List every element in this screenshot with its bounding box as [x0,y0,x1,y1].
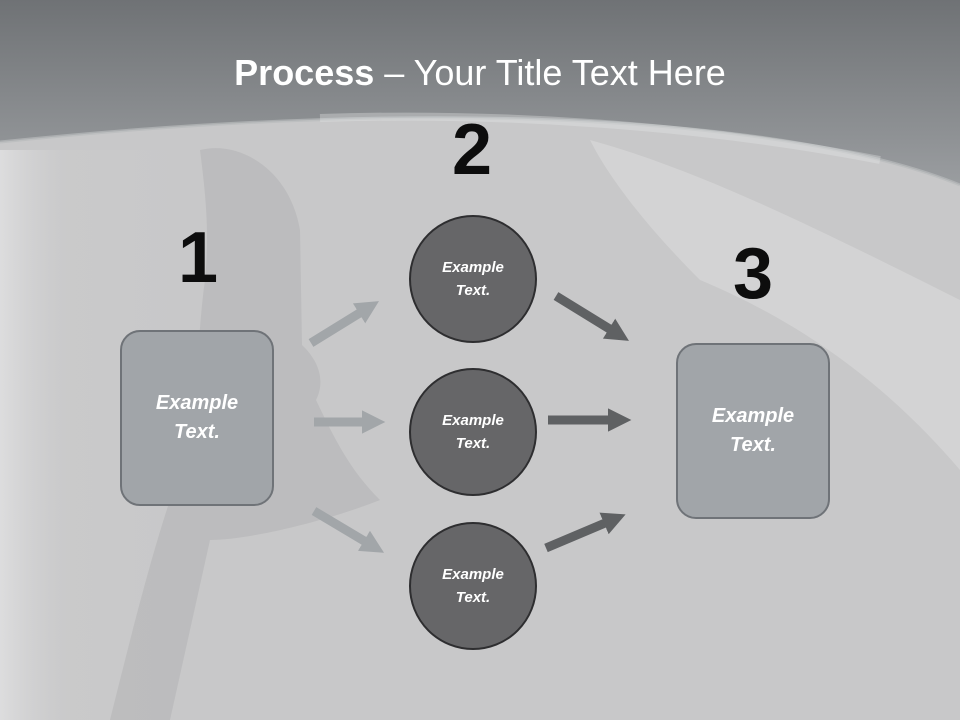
background-light-right [590,140,960,470]
arrow-1-to-top [308,301,379,347]
step-2-circle-bottom-text: Example Text. [442,566,504,606]
header-band [0,0,960,185]
step-number-2: 2 [451,110,493,190]
step-number-1: 1 [177,218,219,298]
step-3-text: Example Text. [711,405,795,456]
step-1-box: Example Text. [120,330,274,506]
arrow-bottom-to-3 [544,512,626,553]
step-2-circle-middle-text: Example Text. [442,412,504,452]
step-2-circle-bottom: Example Text. [409,522,537,650]
title-dash: – [374,52,414,93]
step-2-circle-top-text: Example Text. [442,259,504,299]
step-number-3: 3 [732,234,774,314]
step-2-circle-middle: Example Text. [409,368,537,496]
slide-title: Process – Your Title Text Here [0,52,960,94]
title-bold: Process [234,52,375,93]
arrow-1-to-bottom [311,507,385,553]
title-rest: Your Title Text Here [413,52,726,93]
step-2-circle-top: Example Text. [409,215,537,343]
step-1-text: Example Text. [155,392,239,443]
step-3-box: Example Text. [676,343,830,519]
arrow-top-to-3 [553,292,629,341]
